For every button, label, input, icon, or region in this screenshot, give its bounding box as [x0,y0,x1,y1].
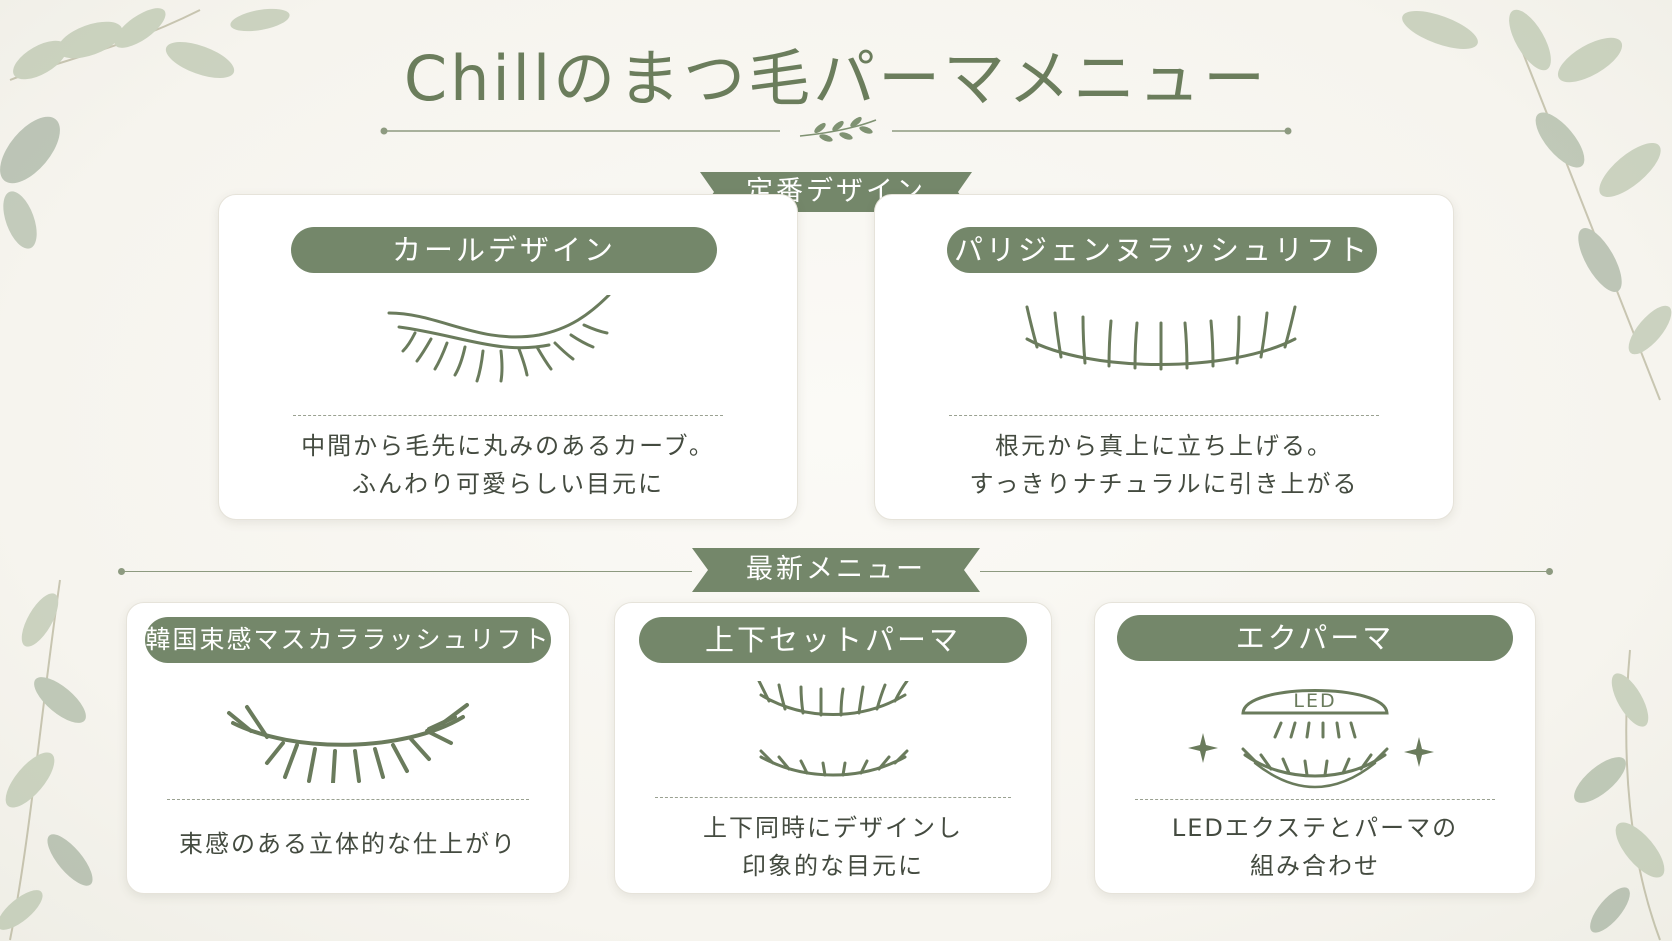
desc-line: 上下同時にデザインし [703,814,963,842]
card-divider [293,415,723,416]
menu-desc-korean-mascara-lash-lift: 束感のある立体的な仕上がり [137,825,559,863]
card-divider [167,799,529,800]
menu-title-curl-design: カールデザイン [291,227,717,273]
menu-title-korean-mascara-lash-lift: 韓国束感マスカララッシュリフト [145,617,551,663]
card-divider [949,415,1379,416]
menu-title-upper-lower-set-perm: 上下セットパーマ [639,617,1027,663]
section-ribbon-latest: 最新メニュー [692,548,980,592]
title-divider [380,116,1292,142]
sparkle-icon [1188,733,1434,767]
menu-desc-ex-perm: LEDエクステとパーマの 組み合わせ [1105,809,1525,885]
sprig-icon [799,116,877,142]
desc-line: 束感のある立体的な仕上がり [179,830,517,858]
desc-line: 根元から真上に立ち上げる。 [995,432,1333,460]
led-lamp-icon: LED [1188,689,1434,789]
card-divider [1135,799,1495,800]
lift-lash-icon [1025,305,1297,371]
page-title: Chillのまつ毛パーマメニュー [403,42,1269,115]
divider-dot [118,568,125,575]
card-divider [655,797,1011,798]
menu-title-ex-perm: エクパーマ [1117,615,1513,661]
desc-line: 中間から毛先に丸みのあるカーブ。 [301,432,715,460]
ribbon-shape [692,548,980,592]
menu-desc-parisienne-lash-lift: 根元から真上に立ち上げる。 すっきりナチュラルに引き上がる [895,427,1433,503]
desc-line: 組み合わせ [1250,852,1380,880]
menu-desc-curl-design: 中間から毛先に丸みのあるカーブ。 ふんわり可愛らしい目元に [239,427,777,503]
desc-line: LEDエクステとパーマの [1171,814,1459,842]
section-divider-right [980,571,1550,572]
leaf-decoration-bottom-left [0,579,93,941]
leaf-decoration-bottom-right [1574,649,1665,941]
section-divider-left [122,571,692,572]
upper-lower-lash-icon [757,681,909,777]
menu-card-ex-perm[interactable]: エクパーマ LED LEDエクステとパーマの 組み合わせ [1094,602,1536,894]
menu-card-korean-mascara-lash-lift[interactable]: 韓国束感マスカララッシュリフト 束感のある立体的な仕上がり [126,602,570,894]
desc-line: ふんわり可愛らしい目元に [352,470,664,498]
desc-line: すっきりナチュラルに引き上がる [969,470,1359,498]
menu-card-parisienne-lash-lift[interactable]: パリジェンヌラッシュリフト 根元から真上に立ち上げる。 すっきりナチュラルに引き… [874,194,1454,520]
desc-line: 印象的な目元に [742,852,924,880]
menu-title-parisienne-lash-lift: パリジェンヌラッシュリフト [947,227,1377,273]
menu-card-curl-design[interactable]: カールデザイン 中間から毛先に丸みのあるカーブ。 ふんわり可愛らしい目元に [218,194,798,520]
menu-card-upper-lower-set-perm[interactable]: 上下セットパーマ 上下同時にデザインし 印象的な目元に [614,602,1052,894]
section-label-latest: 最新メニュー [746,554,926,585]
curl-lash-icon [387,295,611,383]
led-lamp-label: LED [1293,690,1336,712]
menu-desc-upper-lower-set-perm: 上下同時にデザインし 印象的な目元に [625,809,1041,885]
divider-dot [1546,568,1553,575]
bundle-lash-icon [227,703,469,783]
